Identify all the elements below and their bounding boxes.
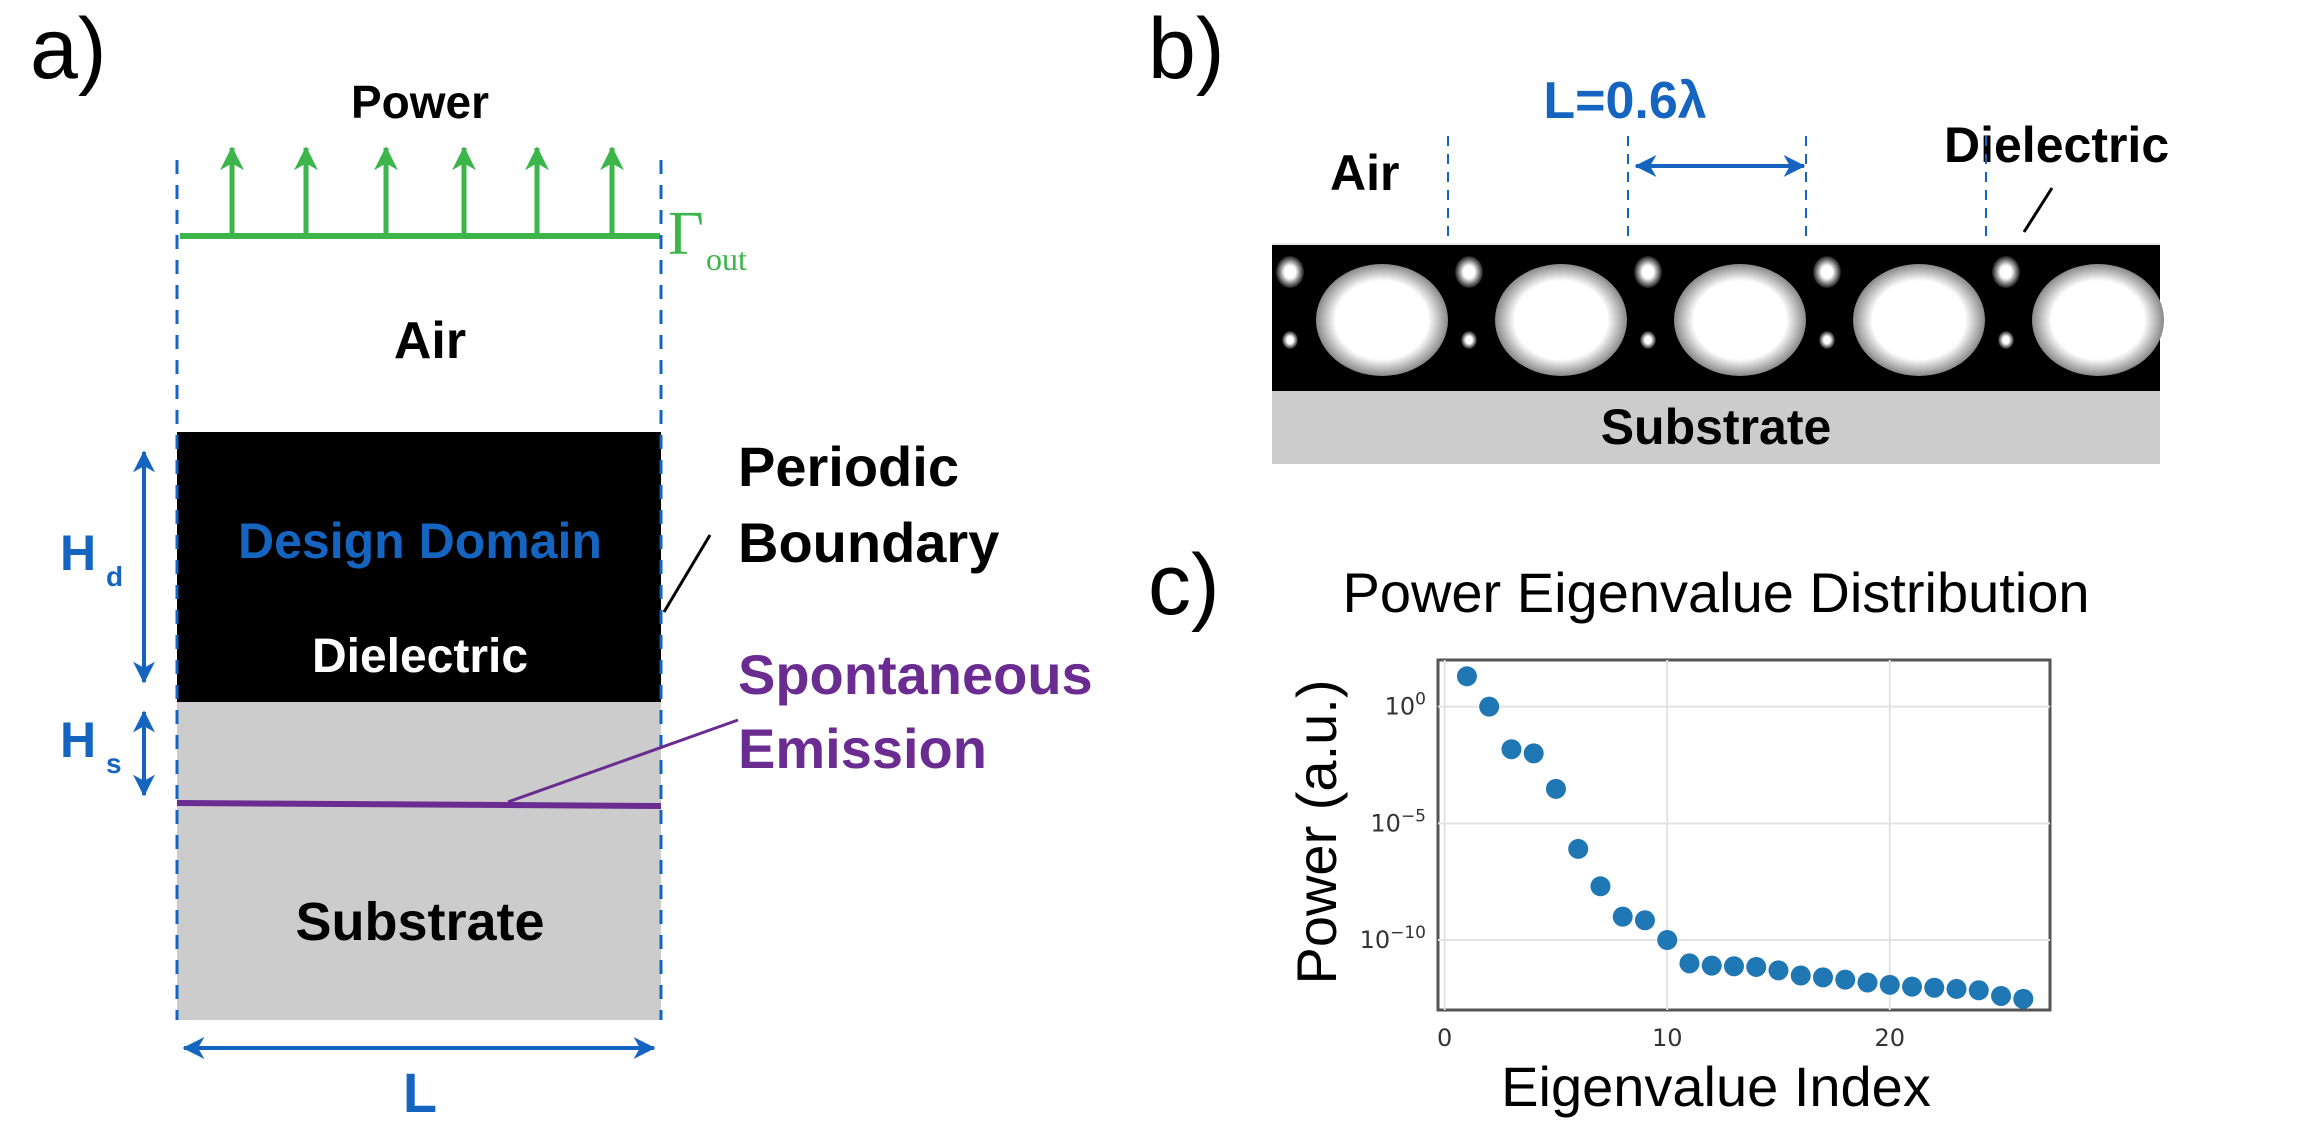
x-axis-label: Eigenvalue Index (1501, 1055, 1931, 1118)
power-arrows (220, 146, 624, 236)
substrate-label-b: Substrate (1601, 399, 1832, 455)
panel-b-letter: b) (1148, 1, 1224, 97)
axis-ticks: 0 10 20 100 10−5 10−10 (1360, 690, 1905, 1052)
spont-label-1: Spontaneous (738, 643, 1093, 706)
hd-label: H (60, 525, 96, 581)
data-point (1501, 739, 1522, 760)
period-label: L=0.6λ (1543, 72, 1706, 130)
structure-small-hole (1276, 256, 1304, 288)
dielectric-label-b: Dielectric (1944, 117, 2169, 173)
structure-small-hole (1634, 256, 1662, 288)
structure-large-hole (2032, 264, 2164, 376)
structure-small-hole (1992, 256, 2020, 288)
grid-lines (1438, 660, 2050, 1010)
data-point (1701, 955, 1722, 976)
data-point (1479, 696, 1500, 717)
structure-small-hole (1282, 331, 1298, 349)
air-label: Air (394, 312, 466, 370)
design-domain-block (177, 432, 661, 702)
structure-large-hole (1674, 264, 1806, 376)
structure-small-hole (1819, 331, 1835, 349)
data-point (1768, 960, 1789, 981)
structure-holes (1276, 256, 2164, 376)
power-label: Power (351, 76, 489, 128)
length-label: L (403, 1061, 437, 1124)
structure-large-hole (1495, 264, 1627, 376)
gamma-subscript: out (706, 241, 747, 277)
periodic-label-1: Periodic (738, 435, 959, 498)
hs-subscript: s (106, 748, 122, 779)
substrate-label: Substrate (295, 892, 544, 952)
data-point (1968, 980, 1989, 1001)
chart-title: Power Eigenvalue Distribution (1342, 561, 2089, 624)
dielectric-pointer-b (2022, 187, 2054, 233)
data-point (1790, 965, 1811, 986)
panel-a: a) Power Γ out Air Design Domain Dielect… (30, 1, 1093, 1124)
structure-large-hole (1853, 264, 1985, 376)
structure-large-hole (1316, 264, 1448, 376)
data-point (1991, 985, 2012, 1006)
data-point (1679, 953, 1700, 974)
data-point (1523, 743, 1544, 764)
y-tick-label: 100 (1385, 690, 1426, 721)
x-tick-label: 20 (1874, 1024, 1905, 1052)
data-point (1723, 956, 1744, 977)
y-tick-label: 10−10 (1360, 923, 1426, 954)
panel-c-letter: c) (1148, 537, 1220, 633)
hs-label: H (60, 712, 96, 768)
data-point (2013, 988, 2034, 1009)
panel-a-letter: a) (30, 1, 106, 97)
data-point (1813, 967, 1834, 988)
y-tick-label: 10−5 (1370, 806, 1426, 837)
data-points (1456, 666, 2034, 1009)
data-point (1634, 910, 1655, 931)
x-tick-label: 10 (1652, 1024, 1683, 1052)
data-point (1924, 977, 1945, 998)
substrate-block-b (1272, 391, 2160, 464)
y-axis-label: Power (a.u.) (1285, 680, 1348, 985)
data-point (1612, 906, 1633, 927)
data-point (1902, 976, 1923, 997)
substrate-block (177, 702, 661, 1020)
emission-line (176, 800, 662, 809)
data-point (1456, 666, 1477, 687)
structure-small-hole (1813, 256, 1841, 288)
data-point (1657, 930, 1678, 950)
data-point (1857, 972, 1878, 993)
structure-small-hole (1461, 331, 1477, 349)
periodic-label-2: Boundary (738, 511, 999, 574)
data-point (1946, 978, 1967, 999)
data-point (1545, 778, 1566, 799)
data-point (1879, 974, 1900, 995)
data-point (1835, 969, 1856, 990)
emission-pointer (507, 718, 739, 804)
data-point (1746, 956, 1767, 977)
design-domain-label: Design Domain (238, 513, 602, 569)
panel-b: b) L=0.6λ Air Dielectric Substrate (1148, 1, 2169, 464)
spont-label-2: Emission (738, 717, 987, 780)
gamma-symbol: Γ (668, 200, 704, 268)
data-point (1568, 838, 1589, 859)
structure-small-hole (1640, 331, 1656, 349)
x-tick-label: 0 (1437, 1024, 1452, 1052)
dielectric-label: Dielectric (312, 630, 528, 683)
periodic-pointer (662, 534, 712, 613)
structure-small-hole (1998, 331, 2014, 349)
plot-area (1436, 658, 2052, 1012)
structure-small-hole (1455, 256, 1483, 288)
data-point (1590, 876, 1611, 897)
air-label-b: Air (1330, 145, 1399, 201)
panel-c: c) Power Eigenvalue Distribution 0 10 20 10… (1148, 537, 2090, 1118)
hd-subscript: d (106, 561, 123, 592)
